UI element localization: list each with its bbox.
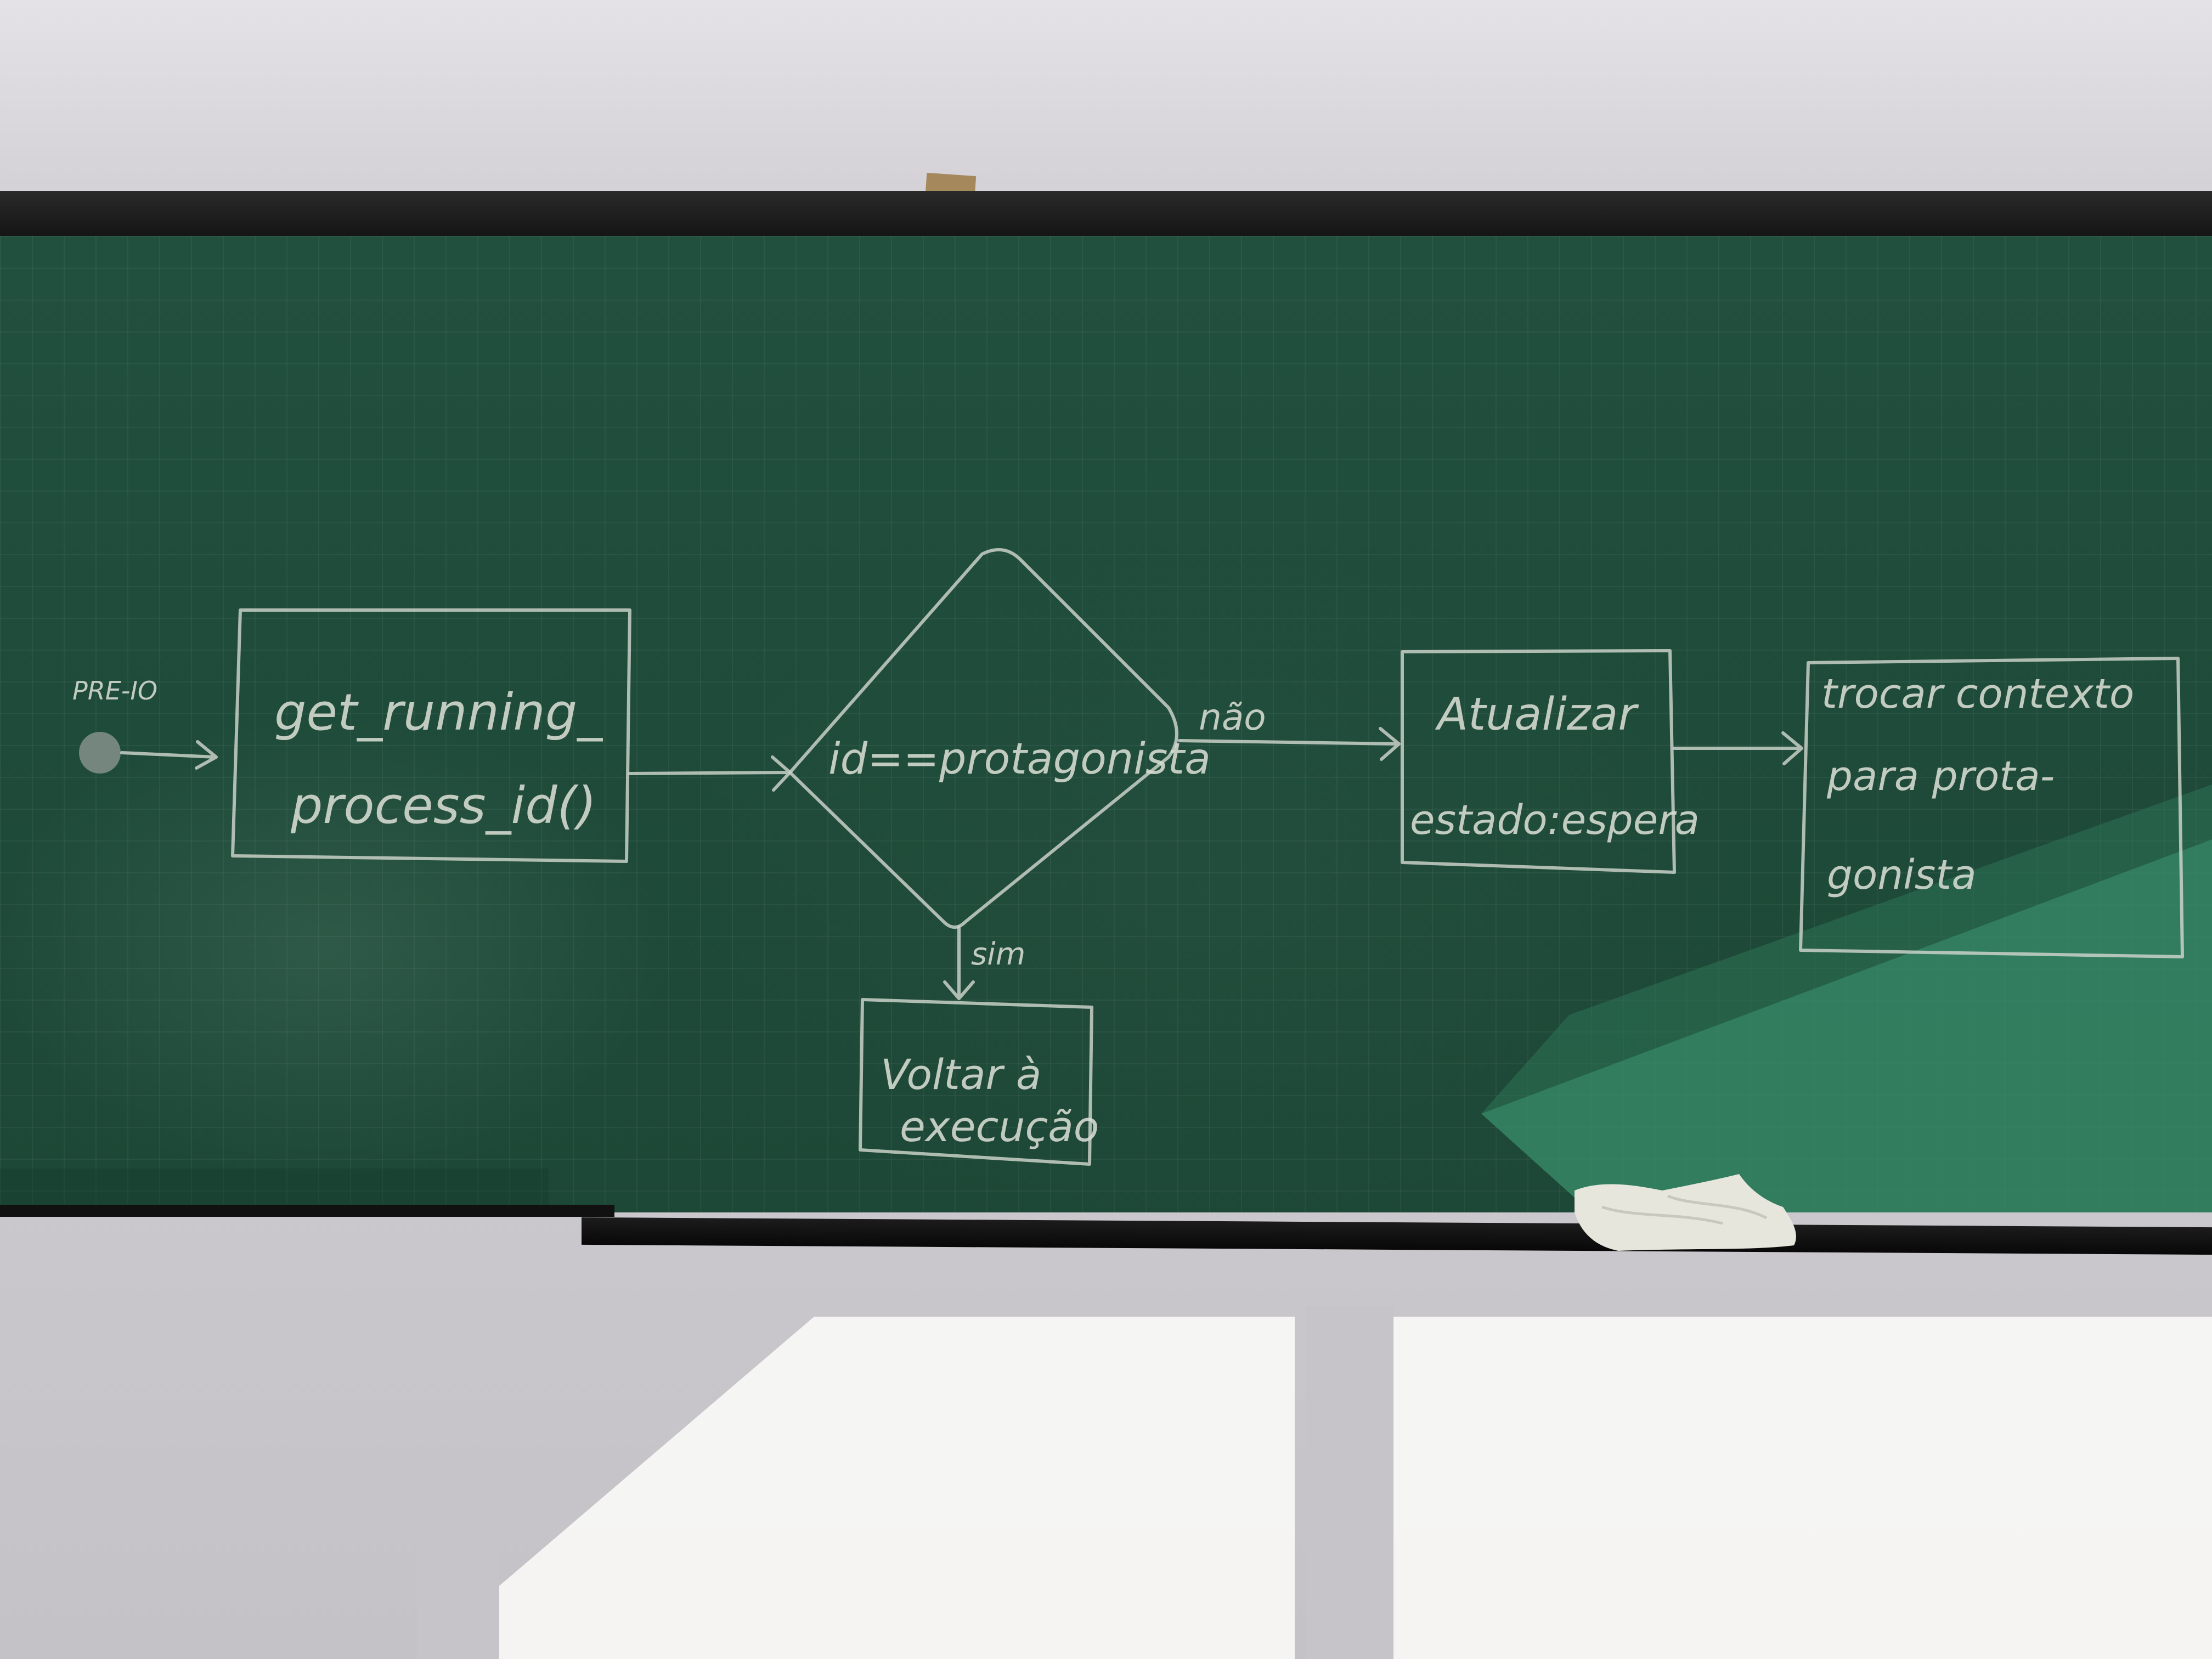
start-node — [79, 732, 121, 774]
box1-text-line2: process_id() — [290, 776, 596, 835]
decision-text: id==protagonista — [828, 735, 1211, 784]
start-label: PRE-IO — [72, 676, 157, 706]
box-no-line1: Atualizar — [1435, 689, 1639, 741]
arrow-decision-to-resume — [943, 926, 975, 1000]
box-get-running-process — [231, 608, 631, 863]
arrow-box1-to-decision — [628, 755, 792, 792]
decision-diamond — [788, 548, 1178, 929]
arrow-update-to-switch — [1673, 731, 1803, 765]
eraser-cloth — [1575, 1174, 1796, 1251]
box-resume-execution — [859, 998, 1093, 1166]
box-final-line3: gonista — [1827, 851, 1977, 899]
arrow-decision-to-update — [1178, 727, 1401, 761]
box-yes-line2: execução — [900, 1102, 1099, 1151]
window-frame-shadow-2 — [417, 1481, 499, 1659]
box-no-line2: estado:espera — [1410, 797, 1700, 844]
board-top-frame — [0, 191, 2212, 238]
no-label: não — [1199, 696, 1266, 738]
arrow-start-to-box1 — [120, 740, 218, 770]
box-switch-context — [1799, 657, 2184, 958]
box-yes-line1: Voltar à — [881, 1050, 1042, 1099]
sunbeam-overlay — [0, 785, 2212, 1212]
box-final-line1: trocar contexto — [1821, 670, 2134, 718]
yes-label: sim — [971, 936, 1025, 972]
box-update-state — [1401, 649, 1676, 874]
chalkboard — [0, 236, 2212, 1212]
window-frame-shadow — [1306, 1306, 1393, 1659]
board-bottom-edge — [0, 1205, 614, 1217]
sunlight-patch-right — [1393, 1317, 2212, 1659]
box1-text-line1: get_running_ — [274, 683, 603, 742]
box-final-line2: para prota- — [1826, 753, 2055, 800]
